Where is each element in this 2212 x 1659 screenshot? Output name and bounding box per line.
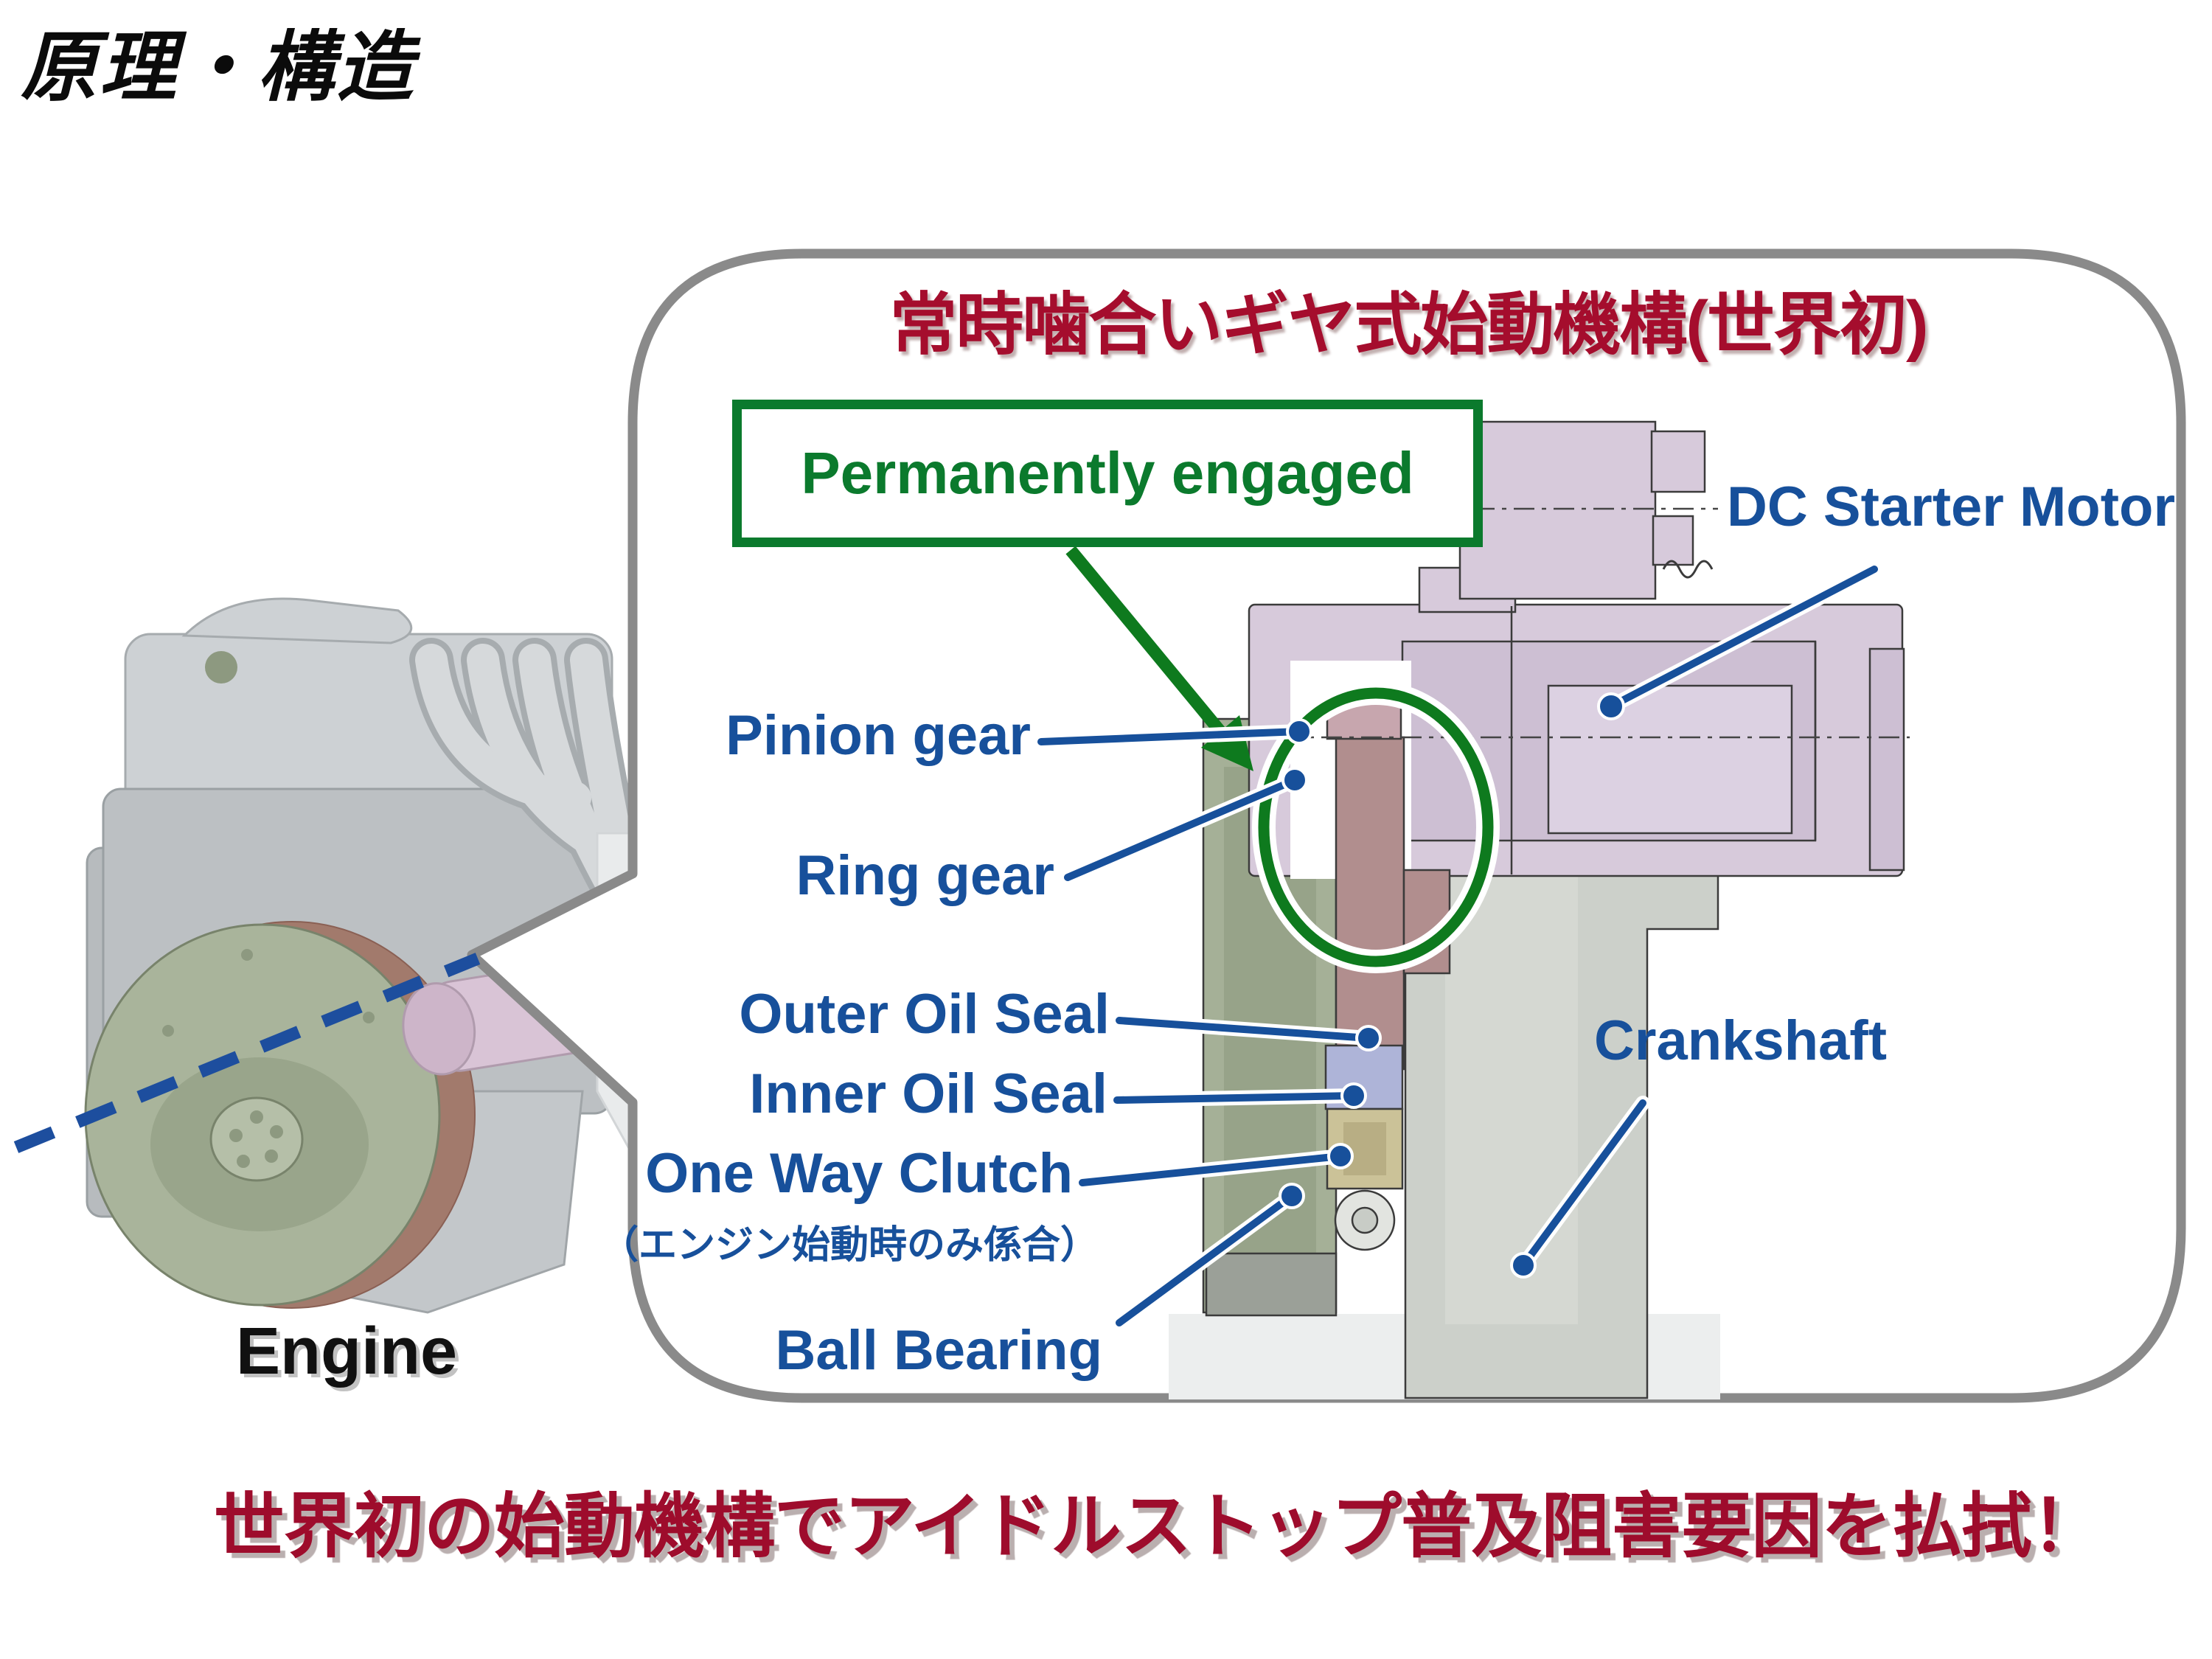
engine-caption: Engine [235,1315,457,1388]
ball-bearing-section [1334,1189,1396,1251]
dc-starter-motor-section [1248,420,1905,877]
leader-ball-bearing [1112,1183,1305,1330]
engagement-circle [1252,681,1500,973]
leader-crankshaft [1510,1096,1650,1279]
page-title: 原理・構造 [21,25,416,111]
label-outer-oil-seal: Outer Oil Seal [739,983,1110,1046]
label-dc-starter-motor: DC Starter Motor [1727,476,2176,538]
label-ring-gear: Ring gear [796,844,1055,907]
permanently-engaged-box: Permanently engaged [732,400,1483,547]
flywheel [84,921,476,1309]
callout-heading: 常時噛合いギヤ式始動機構(世界初) [889,288,1928,363]
leader-one-way-clutch [1075,1143,1354,1190]
leader-inner-oil-seal [1110,1082,1367,1109]
label-one-way-clutch: One Way Clutch [645,1142,1073,1205]
starter-cross-section [1169,420,1910,1399]
label-inner-oil-seal: Inner Oil Seal [749,1062,1107,1125]
alignment-dashed-line [13,953,481,1153]
leader-dc-starter-motor [1597,562,1882,720]
label-pinion-gear: Pinion gear [726,704,1031,767]
leader-ring-gear [1060,767,1308,885]
label-ball-bearing: Ball Bearing [775,1319,1102,1382]
label-crankshaft: Crankshaft [1594,1009,1887,1072]
permanently-engaged-label: Permanently engaged [801,440,1414,506]
leader-outer-oil-seal [1112,1013,1382,1051]
leader-lines [1034,562,1882,1330]
footer-message: 世界初の始動機構でアイドルストップ普及阻害要因を払拭！ [213,1487,2102,1566]
label-one-way-clutch-note: （エンジン始動時のみ係合） [599,1224,1099,1267]
leader-pinion-gear [1034,718,1312,749]
